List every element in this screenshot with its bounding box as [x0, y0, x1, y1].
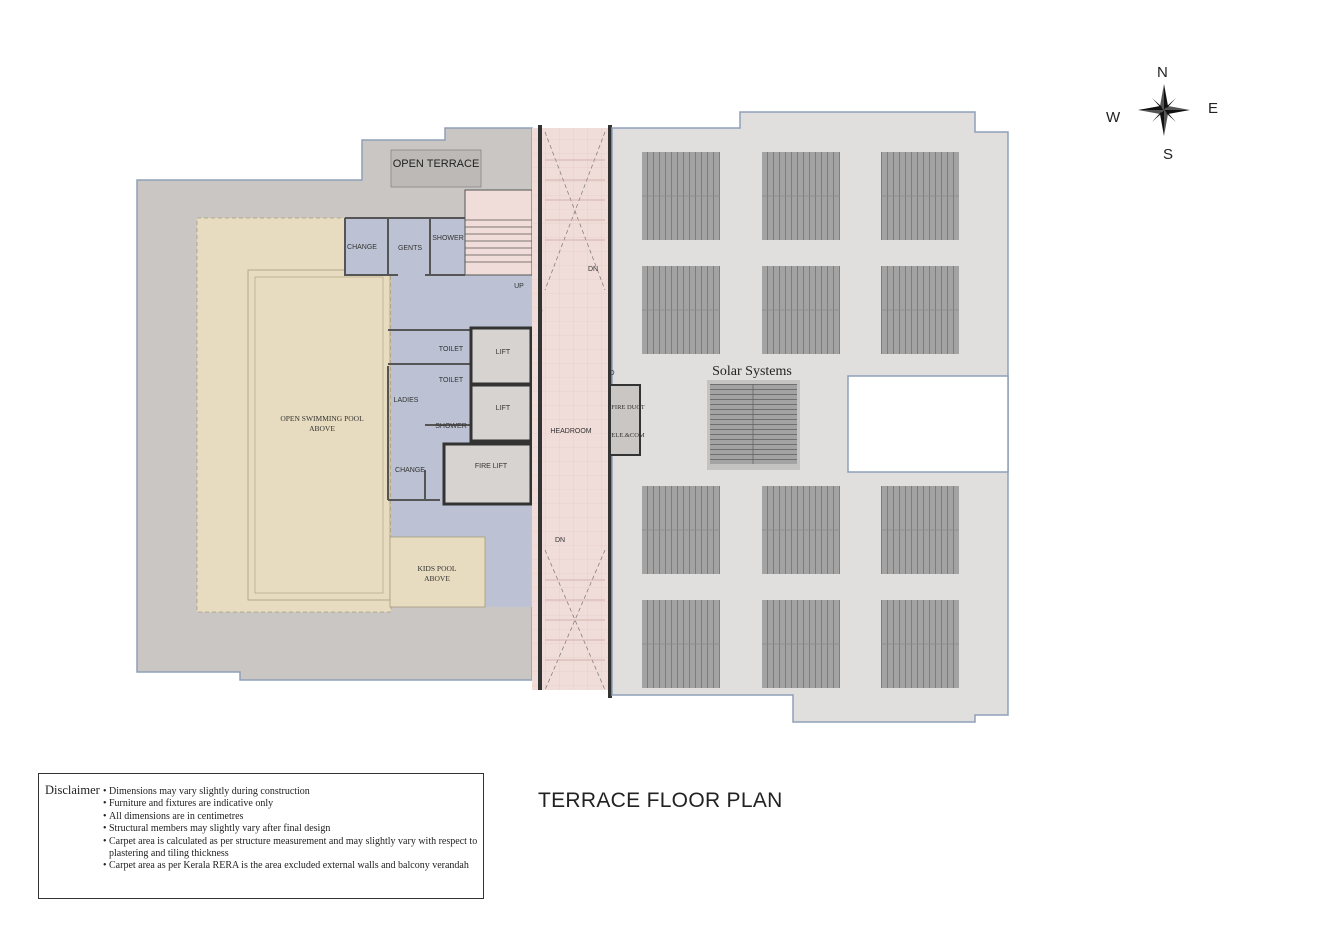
open-terrace-box — [390, 149, 482, 188]
disclaimer-heading: Disclaimer — [45, 783, 100, 797]
compass-w: W — [1106, 109, 1121, 126]
compass-icon — [1138, 84, 1190, 136]
change-room-bottom: CHANGE — [395, 467, 425, 474]
dn-bottom-label: DN — [555, 537, 565, 544]
door-d2-label: D — [609, 370, 614, 377]
door-d1-label: D — [537, 308, 542, 315]
headroom-core — [532, 128, 612, 690]
core-stair-treads — [545, 159, 605, 661]
swimming-pool-inner-edge — [254, 276, 384, 594]
compass-s: S — [1163, 146, 1173, 163]
fire-duct-label: FIRE DUCT — [611, 404, 644, 411]
fire-lift — [442, 442, 533, 506]
shower-ladies: SHOWER — [435, 423, 467, 430]
up-label: UP — [514, 283, 524, 290]
disclaimer-item: All dimensions are in centimetres — [103, 811, 489, 824]
stair-void-marks — [544, 131, 606, 691]
stair-treads — [465, 219, 532, 263]
change-room-top: CHANGE — [347, 244, 377, 251]
service-area — [345, 218, 532, 607]
disclaimer-item: Dimensions may vary slightly during cons… — [103, 786, 489, 799]
pool-label-2: ABOVE — [309, 424, 335, 433]
gents-room: GENTS — [398, 245, 422, 252]
lift-2 — [469, 383, 533, 443]
stair-up — [464, 189, 533, 276]
disclaimer-item: Carpet area as per Kerala RERA is the ar… — [103, 860, 489, 873]
duct-block — [609, 384, 641, 456]
toilet-2: TOILET — [439, 377, 464, 384]
open-terrace-label: OPEN TERRACE — [393, 158, 480, 170]
partition-walls — [344, 217, 470, 501]
solar-panels — [642, 152, 959, 688]
toilet-1: TOILET — [439, 346, 464, 353]
compass-n: N — [1157, 64, 1168, 81]
solar-panel-center — [710, 384, 797, 464]
solar-label: Solar Systems — [712, 364, 792, 379]
page-title: TERRACE FLOOR PLAN — [538, 789, 783, 812]
disclaimer-list: Dimensions may vary slightly during cons… — [103, 786, 489, 873]
disclaimer-item: Furniture and fixtures are indicative on… — [103, 798, 489, 811]
lift-1-label: LIFT — [496, 349, 511, 356]
kids-pool-label: KIDS POOL — [418, 564, 457, 573]
open-void — [847, 375, 1009, 473]
ladies-room: LADIES — [394, 397, 419, 404]
shower-top: SHOWER — [432, 235, 464, 242]
dn-top-label: DN — [588, 266, 598, 273]
compass-e: E — [1208, 100, 1218, 117]
headroom-label: HEADROOM — [550, 428, 591, 435]
pool-label: OPEN SWIMMING POOL — [280, 414, 364, 423]
kids-pool — [389, 536, 486, 608]
lift-1 — [469, 326, 533, 386]
fire-lift-label: FIRE LIFT — [475, 463, 508, 470]
disclaimer-item: Structural members may slightly vary aft… — [103, 823, 489, 836]
kids-pool-label-2: ABOVE — [424, 574, 450, 583]
swimming-pool — [247, 269, 391, 601]
disclaimer-box: Disclaimer Dimensions may vary slightly … — [38, 773, 484, 899]
ele-com-label: ELE.&COM — [611, 432, 645, 439]
lift-2-label: LIFT — [496, 405, 511, 412]
disclaimer-item: Carpet area is calculated as per structu… — [103, 836, 489, 861]
